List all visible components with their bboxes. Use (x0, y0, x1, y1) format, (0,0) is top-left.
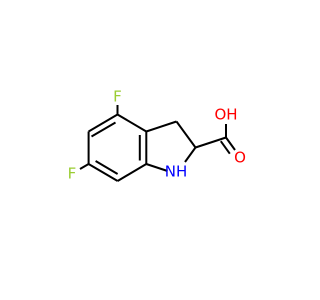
bond-cacid-o-double-2 (219, 140, 231, 155)
bond-c4-c5-inner (90, 121, 117, 138)
hydroxyl-label: OH (214, 106, 237, 124)
bond-c3-c2 (175, 120, 197, 149)
bond-c4-c5 (88, 113, 119, 133)
bond-cacid-o-double-1 (225, 136, 236, 151)
fluorine-left-label: F (68, 165, 77, 183)
atom-label-group: F F OH O NH (68, 88, 246, 183)
bond-c6-c7-inner (95, 160, 119, 175)
molecule-canvas: F F OH O NH (67, 87, 246, 183)
bond-c2-n1 (184, 146, 197, 163)
amine-label: NH (165, 163, 188, 181)
fluorine-top-label: F (113, 88, 122, 106)
carbonyl-oxygen-label: O (234, 149, 246, 167)
bond-c3a-c3 (145, 120, 177, 133)
bond-n1-c7a (145, 163, 168, 172)
bond-c3a-c4 (116, 113, 147, 133)
bond-c6-f (79, 163, 90, 170)
bond-c7-c7a (117, 163, 147, 182)
bond-group (79, 105, 236, 182)
bond-c2-cacid (195, 136, 227, 149)
bond-c6-c7 (88, 163, 119, 182)
structure-diagram: F F OH O NH (68, 88, 246, 183)
